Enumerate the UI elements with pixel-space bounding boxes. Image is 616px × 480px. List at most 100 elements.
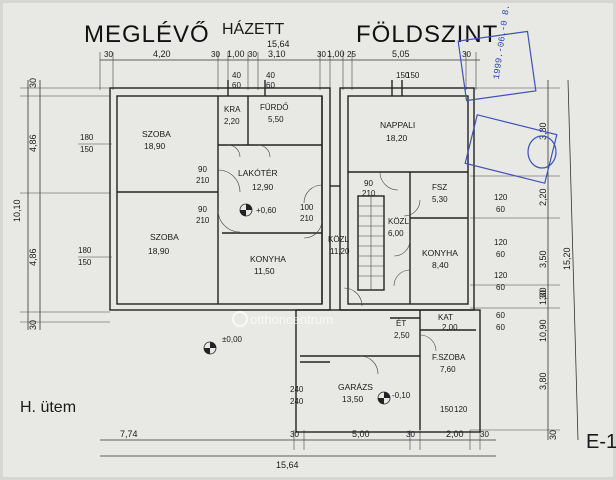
- svg-text:4,86: 4,86: [28, 134, 38, 152]
- room-area: 11,50: [254, 266, 275, 276]
- right-dimension-chain: 3,80 2,20 3,50 30 10,90 1,30 15,20 3,80 …: [470, 79, 579, 441]
- svg-text:30: 30: [406, 430, 415, 439]
- room-area: 18,20: [386, 133, 408, 143]
- watermark: otthoncentrum: [232, 311, 333, 327]
- sheet-id: E-1: [586, 431, 616, 453]
- room-area: 2,20: [224, 117, 240, 126]
- svg-text:60: 60: [232, 81, 241, 90]
- svg-text:60: 60: [496, 323, 505, 332]
- svg-text:30: 30: [248, 50, 257, 59]
- svg-text:5,05: 5,05: [392, 49, 410, 59]
- svg-text:30: 30: [211, 50, 220, 59]
- level-marker-icon: [239, 203, 253, 217]
- room-area: 13,50: [342, 394, 364, 404]
- room-area: 8,40: [432, 260, 449, 270]
- svg-text:15,20: 15,20: [562, 247, 572, 270]
- svg-text:2,00: 2,00: [446, 429, 464, 439]
- staircase: [357, 195, 385, 291]
- svg-text:210: 210: [362, 189, 376, 198]
- bottom-dimension-chain: 7,74 30 5,00 30 2,00 30 15,64: [100, 429, 496, 470]
- faded-title: HÁZETT: [222, 19, 284, 38]
- svg-text:210: 210: [300, 214, 314, 223]
- room-name: KONYHA: [250, 254, 286, 264]
- svg-text:7,74: 7,74: [120, 429, 138, 439]
- room-area: 2,50: [394, 331, 410, 340]
- svg-text:2,20: 2,20: [538, 188, 548, 206]
- svg-text:1,00: 1,00: [327, 49, 345, 59]
- room-name: KAT: [438, 313, 453, 322]
- room-name: FÜRDŐ: [260, 103, 288, 112]
- svg-text:3,80: 3,80: [538, 372, 548, 390]
- svg-text:30: 30: [538, 290, 548, 300]
- faded-note: H. ütem: [20, 399, 76, 416]
- room-name: KRA: [224, 105, 241, 114]
- left-dimension-chain: 30 4,86 10,10 4,86 30: [12, 78, 110, 330]
- room-name: NAPPALI: [380, 120, 415, 130]
- svg-text:120: 120: [494, 271, 508, 280]
- svg-text:60: 60: [496, 250, 505, 259]
- svg-text:5,00: 5,00: [352, 429, 370, 439]
- svg-text:100: 100: [300, 203, 314, 212]
- title-existing: MEGLÉVŐ: [84, 21, 210, 48]
- room-name: SZOBA: [142, 129, 171, 139]
- svg-text:3,50: 3,50: [538, 250, 548, 268]
- room-area: 12,90: [252, 182, 274, 192]
- level-marker-icon: [377, 391, 391, 405]
- room-area: 18,90: [144, 141, 166, 151]
- svg-text:60: 60: [496, 283, 505, 292]
- top-dimension-chain: 30 4,20 30 1,00 30 3,10 30 1,00 25 5,05 …: [99, 39, 480, 90]
- svg-text:210: 210: [196, 216, 210, 225]
- svg-text:180: 180: [80, 133, 94, 142]
- svg-text:60: 60: [496, 205, 505, 214]
- svg-text:otthoncentrum: otthoncentrum: [250, 312, 333, 327]
- opening-annotations: 180 150 180 150 90 210 90 210 100 210 90…: [78, 71, 508, 414]
- room-name: KÖZL: [388, 217, 409, 226]
- svg-text:40: 40: [266, 71, 275, 80]
- room-area: 5,30: [432, 195, 448, 204]
- room-name: GARÁZS: [338, 382, 373, 392]
- svg-text:30: 30: [28, 320, 38, 330]
- room-name: FSZ: [432, 183, 447, 192]
- svg-text:120: 120: [494, 193, 508, 202]
- svg-text:30: 30: [317, 50, 326, 59]
- svg-text:210: 210: [196, 176, 210, 185]
- room-name: ÉT: [396, 319, 406, 328]
- room-name: SZOBA: [150, 232, 179, 242]
- svg-text:-0,10: -0,10: [392, 391, 411, 400]
- svg-text:30: 30: [480, 430, 489, 439]
- room-area: 7,60: [440, 365, 456, 374]
- svg-text:30: 30: [462, 50, 471, 59]
- svg-text:60: 60: [266, 81, 275, 90]
- svg-text:±0,00: ±0,00: [222, 335, 243, 344]
- svg-text:3,10: 3,10: [268, 49, 286, 59]
- svg-text:1,00: 1,00: [227, 49, 245, 59]
- room-name: F.SZOBA: [432, 353, 466, 362]
- svg-text:10,90: 10,90: [538, 319, 548, 342]
- svg-text:30: 30: [28, 78, 38, 88]
- svg-text:40: 40: [232, 71, 241, 80]
- room-name: LAKÓTÉR: [238, 168, 278, 178]
- svg-text:150: 150: [78, 258, 92, 267]
- room-labels: SZOBA 18,90 SZOBA 18,90 KRA 2,20 FÜRDŐ 5…: [142, 103, 466, 404]
- svg-text:15,64: 15,64: [267, 39, 290, 49]
- svg-text:25: 25: [347, 50, 356, 59]
- svg-text:30: 30: [548, 430, 558, 440]
- room-area: 2,00: [442, 323, 458, 332]
- windows: [227, 80, 403, 96]
- svg-text:240: 240: [290, 385, 304, 394]
- svg-text:4,86: 4,86: [28, 248, 38, 266]
- svg-text:180: 180: [78, 246, 92, 255]
- svg-text:150: 150: [406, 71, 420, 80]
- svg-text:150: 150: [80, 145, 94, 154]
- room-area: 6,00: [388, 229, 404, 238]
- svg-text:90: 90: [364, 179, 373, 188]
- level-markers: +0,60 ±0,00 -0,10: [203, 203, 411, 405]
- svg-text:120: 120: [494, 238, 508, 247]
- svg-text:150: 150: [440, 405, 454, 414]
- svg-text:10,10: 10,10: [12, 199, 22, 222]
- svg-text:120: 120: [454, 405, 468, 414]
- door-swings: [217, 144, 437, 375]
- svg-text:1,30: 1,30: [538, 287, 548, 305]
- svg-text:+0,60: +0,60: [256, 206, 277, 215]
